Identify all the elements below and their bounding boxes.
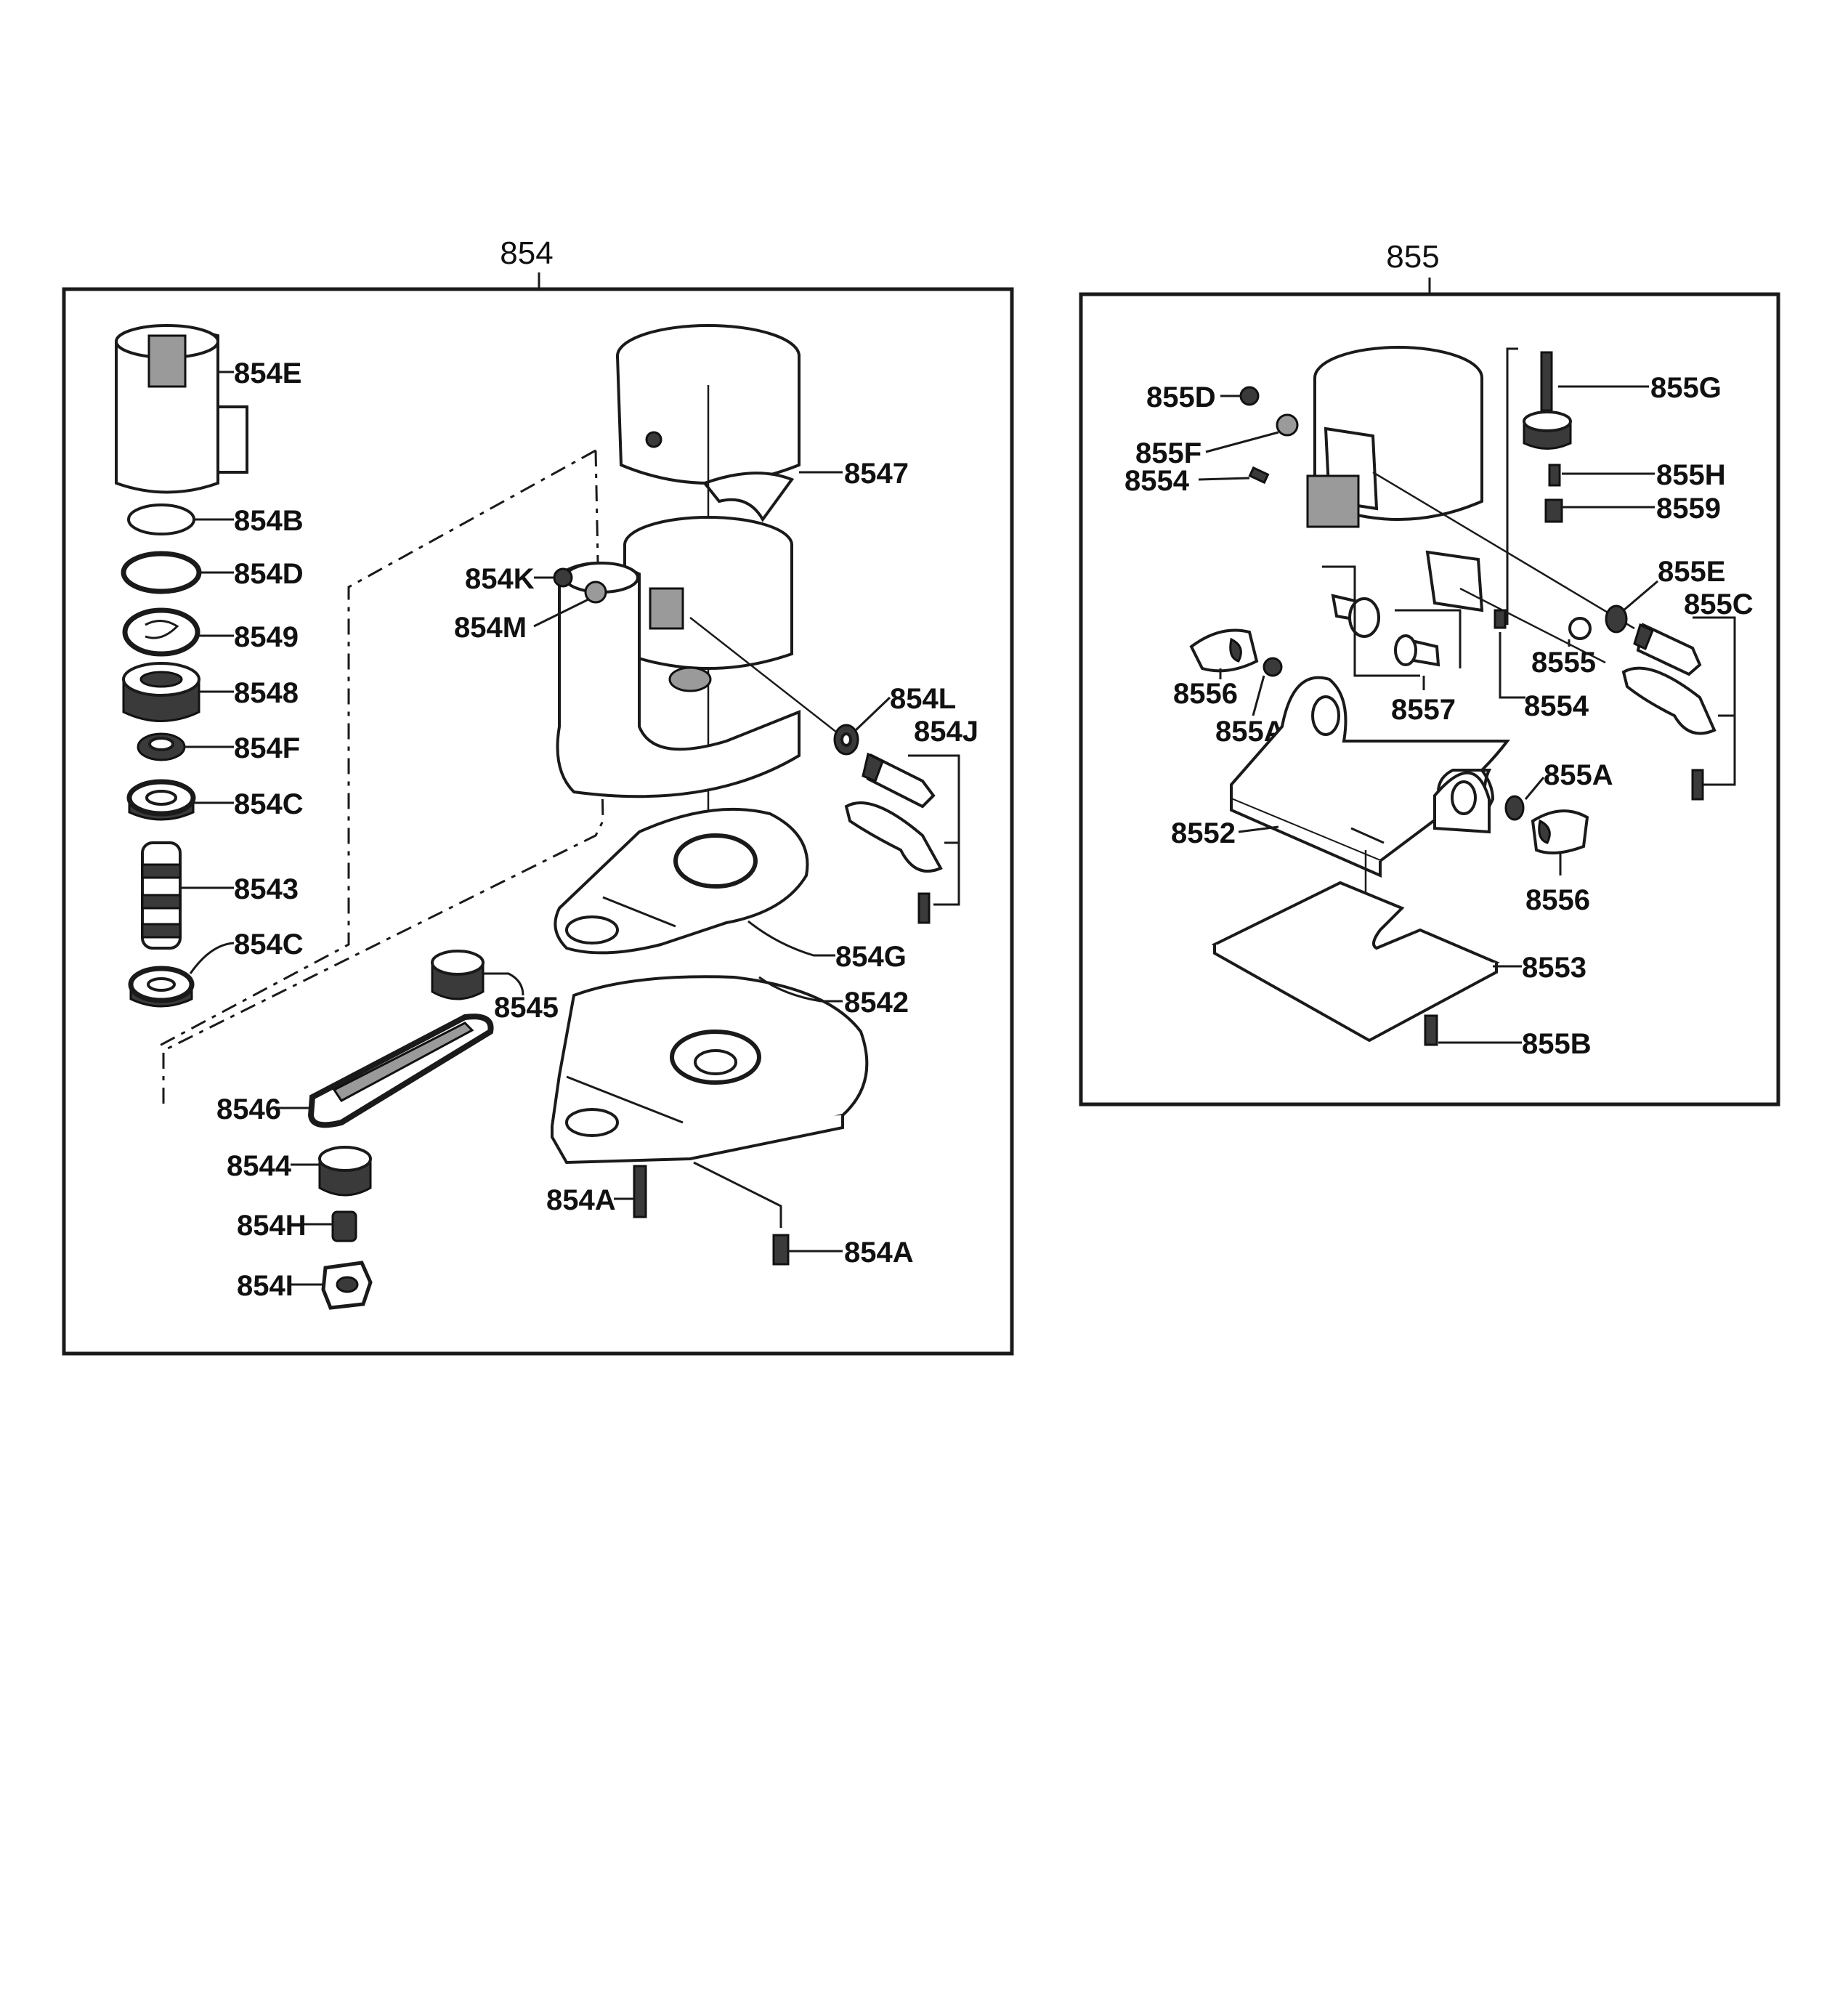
label-854K: 854K	[465, 563, 535, 595]
part-855F: 855F	[1135, 413, 1299, 469]
part-854A-right: 854A	[693, 1161, 914, 1269]
part-8546: 8546	[216, 1014, 494, 1128]
part-motor-base	[556, 516, 858, 798]
part-854G: 854G	[554, 807, 907, 973]
label-8556-1: 8556	[1173, 678, 1238, 710]
label-8549: 8549	[234, 621, 299, 653]
group-frame-855	[1079, 292, 1780, 1107]
housing-tab	[216, 405, 248, 474]
part-8544: 8544	[227, 1146, 372, 1197]
part-854M: 854M	[454, 581, 607, 644]
label-854C-2: 854C	[234, 929, 304, 960]
part-854L: 854L	[833, 683, 956, 756]
part-854C-lower: 854C	[128, 929, 304, 1008]
label-8546: 8546	[216, 1093, 281, 1125]
label-854H: 854H	[237, 1210, 307, 1242]
part-8556-lower: 8556	[1525, 809, 1590, 916]
part-8557: 8557	[1322, 565, 1462, 726]
group-frame-854	[62, 287, 1014, 1356]
part-855C: 855C	[1621, 588, 1754, 801]
label-855B: 855B	[1522, 1028, 1592, 1060]
part-854H: 854H	[237, 1210, 357, 1242]
label-8544: 8544	[227, 1150, 292, 1182]
part-8547: 8547	[616, 324, 909, 857]
label-854D: 854D	[234, 558, 304, 590]
part-8555: 8555	[1531, 617, 1596, 679]
label-855C: 855C	[1684, 588, 1754, 620]
label-854E: 854E	[234, 357, 301, 389]
part-854A-left: 854A	[546, 1165, 647, 1218]
label-8548: 8548	[234, 677, 299, 709]
label-8557: 8557	[1391, 694, 1456, 726]
group-title-854: 854	[500, 235, 553, 271]
label-854A-1: 854A	[546, 1184, 616, 1216]
label-854B: 854B	[234, 505, 304, 537]
part-8556-upper: 8556	[1173, 628, 1259, 710]
part-855E: 855E	[1605, 556, 1725, 634]
label-854I: 854I	[237, 1270, 293, 1302]
group-854: 854 854E 854B 854D	[62, 235, 1014, 1356]
part-855G: 855G	[1506, 347, 1722, 625]
label-854C-1: 854C	[234, 788, 304, 820]
group-title-855: 855	[1386, 239, 1439, 275]
part-8553: 8553	[1211, 881, 1586, 1043]
part-854F: 854F	[137, 732, 300, 764]
label-8556-2: 8556	[1525, 884, 1590, 916]
part-854B: 854B	[127, 503, 304, 537]
part-855-sleeve	[1306, 346, 1635, 664]
label-854G: 854G	[835, 941, 907, 973]
label-855F: 855F	[1135, 437, 1201, 469]
part-854I: 854I	[237, 1261, 373, 1310]
part-855B: 855B	[1424, 1014, 1592, 1060]
label-8542: 8542	[844, 987, 909, 1019]
label-855A-2: 855A	[1544, 759, 1613, 791]
housing-slot	[147, 334, 187, 388]
part-854J: 854J	[844, 716, 978, 924]
part-8545: 8545	[431, 950, 559, 1024]
label-8553: 8553	[1522, 952, 1586, 984]
label-854F: 854F	[234, 732, 300, 764]
part-855H: 855H	[1548, 459, 1726, 491]
label-855E: 855E	[1658, 556, 1725, 588]
part-8549: 8549	[122, 607, 299, 657]
part-8554-lower: 8554	[1494, 609, 1589, 722]
label-855G: 855G	[1650, 372, 1722, 404]
label-854J: 854J	[914, 716, 978, 748]
label-8559: 8559	[1656, 493, 1721, 525]
part-8552: 8552	[1171, 676, 1511, 941]
label-8543: 8543	[234, 873, 299, 905]
part-8554-upper: 8554	[1124, 465, 1270, 497]
part-8548: 8548	[122, 662, 299, 722]
part-854K: 854K	[465, 563, 573, 595]
label-8554-2: 8554	[1524, 690, 1589, 722]
part-855D: 855D	[1146, 381, 1260, 413]
part-855A-lower: 855A	[1504, 759, 1613, 821]
label-8554-1: 8554	[1124, 465, 1190, 497]
label-854M: 854M	[454, 612, 527, 644]
label-8545: 8545	[494, 992, 559, 1024]
part-854D: 854D	[121, 551, 304, 594]
label-854L: 854L	[890, 683, 956, 715]
label-8547: 8547	[844, 458, 909, 490]
part-8559: 8559	[1544, 493, 1721, 525]
label-8552: 8552	[1171, 817, 1236, 849]
label-854A-2: 854A	[844, 1237, 914, 1269]
label-8555: 8555	[1531, 647, 1596, 679]
part-8542: 8542	[550, 975, 909, 1165]
part-854C-upper: 854C	[126, 779, 304, 821]
part-8543: 8543	[141, 841, 299, 950]
label-855H: 855H	[1656, 459, 1726, 491]
label-855D: 855D	[1146, 381, 1216, 413]
part-855A-upper: 855A	[1215, 657, 1285, 748]
group-855: 855 855D 855F 8554	[1079, 239, 1780, 1107]
assembly-outline-upper	[158, 449, 596, 1048]
part-854E: 854E	[115, 324, 301, 494]
